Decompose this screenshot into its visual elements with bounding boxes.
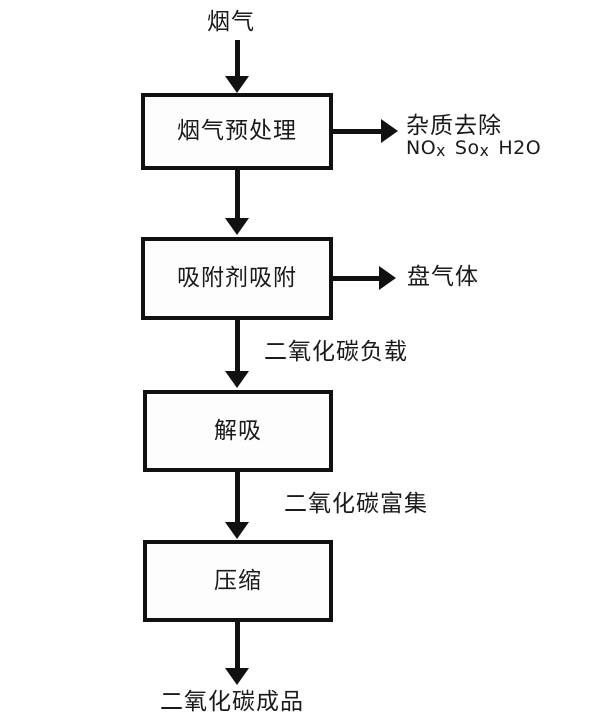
stream-label-co2-enriched: 二氧化碳富集 — [284, 491, 428, 517]
adsorption-to-desorption-arrowhead-icon — [225, 371, 249, 388]
process-box-pretreatment[interactable]: 烟气预处理 — [141, 93, 333, 170]
lean-gas-arrowhead-icon — [379, 266, 396, 290]
process-box-compression-label: 压缩 — [214, 567, 262, 594]
desorption-to-compression-line — [235, 472, 240, 524]
species-h2o: H2O — [498, 137, 542, 160]
process-box-compression[interactable]: 压缩 — [143, 540, 333, 622]
impurity-removal-label: 杂质去除 — [406, 113, 502, 139]
lean-gas-label: 盘气体 — [407, 264, 479, 290]
species-nox: NOx — [406, 137, 446, 160]
inlet-arrowhead-icon — [225, 76, 249, 93]
process-box-desorption[interactable]: 解吸 — [143, 390, 333, 472]
inlet-arrow-line — [235, 40, 240, 78]
process-box-pretreatment-label: 烟气预处理 — [177, 118, 297, 144]
outlet-arrow-line — [235, 622, 240, 670]
stream-label-co2-loaded: 二氧化碳负载 — [264, 339, 408, 365]
adsorption-to-desorption-line — [235, 320, 240, 372]
process-box-adsorption-label: 吸附剂吸附 — [177, 265, 297, 291]
desorption-to-compression-arrowhead-icon — [225, 522, 249, 539]
lean-gas-arrow-line — [333, 276, 381, 281]
outlet-arrowhead-icon — [225, 668, 249, 685]
impurity-species-list: NOx Sox H2O — [406, 138, 541, 160]
impurity-output-arrowhead-icon — [381, 119, 398, 143]
impurity-output-arrow-line — [333, 129, 383, 134]
inlet-label: 烟气 — [207, 9, 255, 35]
process-box-desorption-label: 解吸 — [214, 417, 262, 444]
species-sox: Sox — [454, 137, 490, 160]
process-box-adsorption[interactable]: 吸附剂吸附 — [141, 237, 333, 320]
pretreatment-to-adsorption-arrowhead-icon — [225, 218, 249, 235]
outlet-label: 二氧化碳成品 — [160, 689, 304, 715]
impurity-removal-note: 杂质去除 NOx Sox H2O — [406, 114, 541, 160]
pretreatment-to-adsorption-line — [235, 170, 240, 220]
